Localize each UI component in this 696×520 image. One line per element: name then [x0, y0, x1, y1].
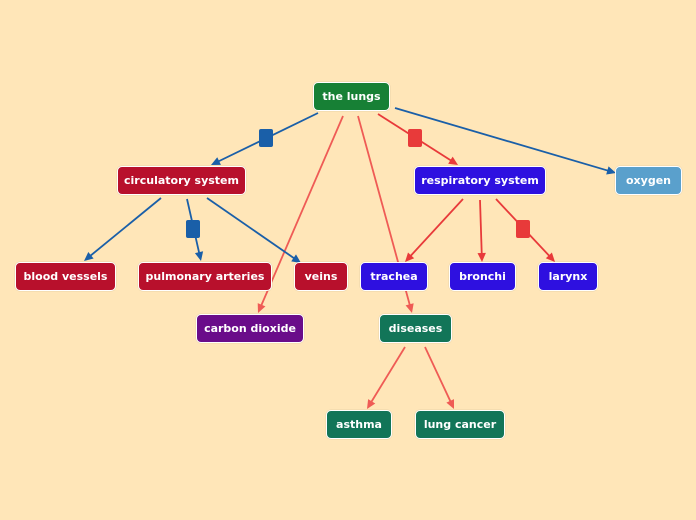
node-label: pulmonary arteries: [145, 270, 265, 283]
edge-root-to-carbon-dioxide-arrowhead: [257, 303, 266, 313]
edge-root-to-circulatory-arrowhead: [211, 157, 221, 165]
edge-root-to-diseases-arrowhead: [405, 303, 414, 313]
node-label: veins: [304, 270, 338, 283]
node-trachea[interactable]: trachea: [360, 262, 428, 291]
node-label: trachea: [370, 270, 418, 283]
edge-diseases-to-asthma-line[interactable]: [369, 346, 406, 405]
edge-diseases-to-lung-cancer-arrowhead: [446, 399, 454, 409]
node-lung-cancer[interactable]: lung cancer: [415, 410, 505, 439]
edge-root-to-carbon-dioxide-line[interactable]: [259, 115, 344, 308]
node-blood-vessels[interactable]: blood vessels: [15, 262, 116, 291]
edge-diseases-to-lung-cancer-line[interactable]: [424, 346, 453, 404]
node-label: oxygen: [626, 174, 671, 187]
node-pulmonary-arteries[interactable]: pulmonary arteries: [138, 262, 272, 291]
edge-root-to-respiratory-connector-handle[interactable]: [408, 129, 422, 147]
node-label: larynx: [548, 270, 588, 283]
node-the-lungs[interactable]: the lungs: [313, 82, 390, 111]
edge-circulatory-to-blood-vessels-line[interactable]: [88, 197, 162, 258]
node-label: circulatory system: [124, 174, 239, 187]
node-label: asthma: [336, 418, 382, 431]
edge-circulatory-to-blood-vessels-arrowhead: [84, 252, 94, 261]
edge-root-to-oxygen-line[interactable]: [394, 107, 611, 173]
edge-diseases-to-asthma-arrowhead: [367, 399, 376, 409]
node-label: diseases: [388, 322, 443, 335]
edge-respiratory-to-bronchi-line[interactable]: [479, 199, 483, 257]
edge-respiratory-to-bronchi-arrowhead: [477, 252, 486, 262]
node-asthma[interactable]: asthma: [326, 410, 392, 439]
node-label: respiratory system: [421, 174, 539, 187]
node-veins[interactable]: veins: [294, 262, 348, 291]
edge-root-to-circulatory-connector-handle[interactable]: [259, 129, 273, 147]
edge-circulatory-to-veins-line[interactable]: [206, 197, 297, 261]
edge-respiratory-to-larynx-connector-handle[interactable]: [516, 220, 530, 238]
edge-respiratory-to-trachea-arrowhead: [405, 252, 415, 262]
edge-circulatory-to-veins-arrowhead: [291, 254, 301, 263]
node-carbon-dioxide[interactable]: carbon dioxide: [196, 314, 304, 343]
node-circulatory-system[interactable]: circulatory system: [117, 166, 246, 195]
node-larynx[interactable]: larynx: [538, 262, 598, 291]
node-label: lung cancer: [423, 418, 497, 431]
node-label: the lungs: [322, 90, 381, 103]
edge-root-to-respiratory-arrowhead: [448, 156, 458, 165]
edge-circulatory-to-pulmonary-arteries-arrowhead: [194, 251, 204, 261]
edge-root-to-oxygen-arrowhead: [606, 166, 616, 175]
node-bronchi[interactable]: bronchi: [449, 262, 516, 291]
node-diseases[interactable]: diseases: [379, 314, 452, 343]
node-oxygen[interactable]: oxygen: [615, 166, 682, 195]
edge-circulatory-to-pulmonary-arteries-connector-handle[interactable]: [186, 220, 200, 238]
node-label: blood vessels: [23, 270, 108, 283]
node-label: carbon dioxide: [204, 322, 296, 335]
node-label: bronchi: [459, 270, 506, 283]
edge-respiratory-to-larynx-arrowhead: [545, 252, 555, 262]
node-respiratory-system[interactable]: respiratory system: [414, 166, 546, 195]
edge-respiratory-to-trachea-line[interactable]: [408, 198, 464, 259]
